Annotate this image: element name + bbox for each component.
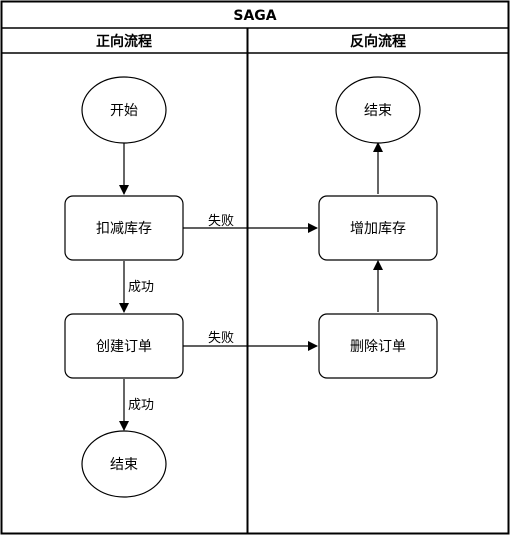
- label-deduct-success: 成功: [128, 280, 154, 295]
- node-add-stock: [318, 195, 438, 261]
- node-start-label: 开始: [110, 103, 138, 119]
- node-delete-order: [318, 313, 438, 379]
- label-deduct-fail: 失败: [208, 214, 234, 229]
- node-create-order-label: 创建订单: [96, 339, 152, 355]
- node-delete-order-label: 删除订单: [350, 339, 406, 355]
- node-deduct-stock: [64, 195, 184, 261]
- node-reverse-end-label: 结束: [364, 103, 392, 119]
- node-forward-end: [81, 430, 167, 498]
- label-create-fail: 失败: [208, 331, 234, 346]
- node-create-order: [64, 313, 184, 379]
- node-reverse-end: [335, 76, 421, 144]
- node-deduct-stock-label: 扣减库存: [96, 221, 152, 237]
- label-create-success: 成功: [128, 398, 154, 413]
- lane-forward-title: 正向流程: [96, 33, 152, 50]
- pool-title: SAGA: [233, 8, 276, 24]
- node-forward-end-label: 结束: [110, 457, 138, 473]
- node-add-stock-label: 增加库存: [350, 221, 406, 237]
- node-start: [81, 76, 167, 144]
- lane-reverse-title: 反向流程: [350, 33, 406, 50]
